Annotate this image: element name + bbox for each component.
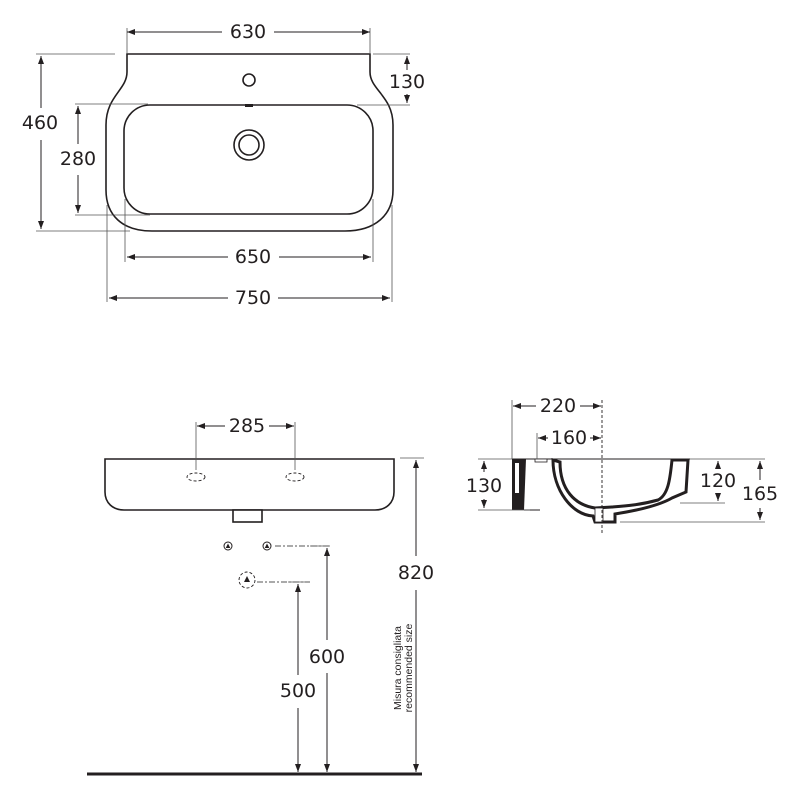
dim-285: 285 (229, 415, 265, 437)
basin-outline-front (104, 458, 395, 511)
dim-750: 750 (235, 287, 271, 309)
dim-160: 160 (551, 427, 587, 449)
supply-valve-left-icon (223, 541, 233, 551)
fixing-hole-left (186, 472, 206, 482)
dim-120: 120 (700, 470, 736, 492)
dim-650: 650 (235, 246, 271, 268)
dim-460: 460 (22, 112, 58, 134)
tap-hole (242, 73, 256, 87)
dim-500: 500 (280, 680, 316, 702)
note-misura-consigliata: Misura consigliata (392, 626, 404, 710)
dim-600: 600 (309, 646, 345, 668)
overflow-slot (245, 104, 253, 107)
fixing-hole-right (285, 472, 305, 482)
bowl-section (551, 458, 690, 524)
dim-165: 165 (742, 483, 778, 505)
side-section: 220 160 130 120 165 (466, 395, 778, 535)
top-view: 630 460 130 280 650 750 (22, 21, 425, 309)
dim-130-side: 130 (466, 475, 502, 497)
dim-630: 630 (230, 21, 266, 43)
waste-outlet-icon (238, 571, 256, 589)
dim-220: 220 (540, 395, 576, 417)
note-recommended-size: recommended size (403, 623, 415, 712)
dim-280: 280 (60, 148, 96, 170)
waste-trap (232, 509, 263, 523)
front-view: 285 600 500 820 Misura consigliat (87, 415, 434, 776)
dim-130-top: 130 (389, 71, 425, 93)
drain-inner (238, 134, 260, 156)
tap-deck (534, 458, 548, 463)
dim-820: 820 (398, 562, 434, 584)
supply-valve-right-icon (262, 541, 272, 551)
